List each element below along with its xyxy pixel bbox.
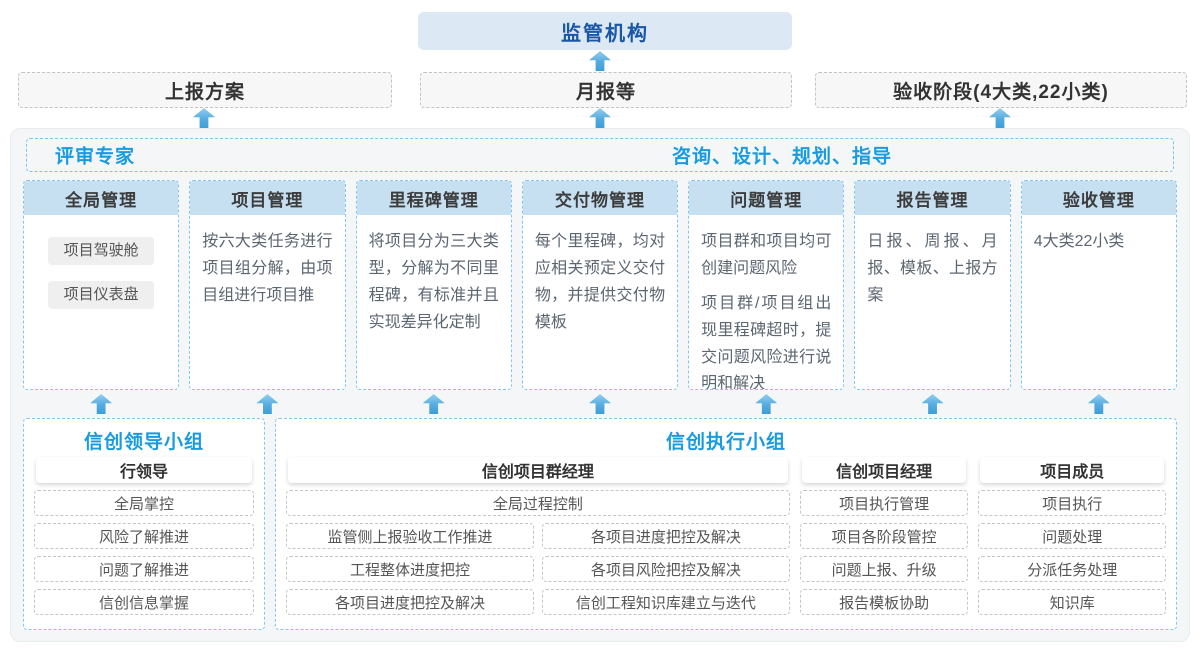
pm-group-duty: 信创工程知识库建立与迭代	[541, 589, 790, 615]
pm-group-duty: 工程整体进度把控	[286, 556, 534, 582]
column-header: 交付物管理	[522, 181, 678, 215]
column-acceptance-management: 验收管理 4大类22小类	[1020, 180, 1177, 390]
up-arrow-icon	[1087, 394, 1110, 414]
leader-group-box: 信创领导小组 行领导 全局掌控 风险了解推进 问题了解推进 信创信息掌握	[23, 418, 265, 630]
up-arrow-icon	[589, 108, 611, 128]
panel-header: 评审专家 咨询、设计、规划、指导	[26, 138, 1174, 172]
role-project-manager: 信创项目经理	[801, 457, 967, 483]
column-project-management: 项目管理 按六大类任务进行项目组分解，由项目组进行项目推	[189, 180, 346, 390]
up-arrow-icon	[193, 108, 215, 128]
column-text: 4大类22小类	[1033, 233, 1125, 250]
leader-duty: 问题了解推进	[34, 556, 254, 582]
column-body: 日报、周报、月报、模板、上报方案	[855, 215, 1009, 318]
pm-group-duties: 监管侧上报验收工作推进 各项目进度把控及解决 工程整体进度把控 各项目风险把控及…	[286, 516, 790, 615]
pm-group-duty: 全局过程控制	[286, 490, 790, 516]
pm-group-duty: 各项目进度把控及解决	[541, 523, 790, 549]
column-deliverable-management: 交付物管理 每个里程碑，均对应相关预定义交付物，并提供交付物模板	[521, 180, 679, 390]
exec-group-box: 信创执行小组 信创项目群经理 全局过程控制 监管侧上报验收工作推进 各项目进度把…	[275, 418, 1177, 630]
consulting-title: 咨询、设计、规划、指导	[671, 146, 893, 168]
column-milestone-management: 里程碑管理 将项目分为三大类型，分解为不同里程碑，有标准并且实现差异化定制	[355, 180, 512, 390]
up-arrow-icon	[921, 394, 944, 414]
role-project-member: 项目成员	[980, 457, 1165, 483]
column-text: 按六大类任务进行项目组分解，由项目组进行项目推	[202, 233, 333, 304]
bottom-groups: 信创领导小组 行领导 全局掌控 风险了解推进 问题了解推进 信创信息掌握 信创执…	[23, 418, 1177, 630]
column-text: 日报、周报、月报、模板、上报方案	[867, 233, 998, 304]
column-body: 每个里程碑，均对应相关预定义交付物，并提供交付物模板	[523, 215, 677, 345]
leader-duty: 全局掌控	[34, 490, 254, 516]
column-text: 每个里程碑，均对应相关预定义交付物，并提供交付物模板	[534, 233, 666, 331]
column-text: 项目群/项目组出现里程碑超时，提交问题风险进行说明和解决	[701, 294, 832, 390]
leader-duty: 风险了解推进	[34, 523, 254, 549]
report-box-acceptance: 验收阶段(4大类,22小类)	[815, 72, 1187, 108]
column-global-management: 全局管理 项目驾驶舱 项目仪表盘	[23, 180, 180, 390]
chip-project-dashboard: 项目仪表盘	[48, 281, 155, 309]
program-manager-section: 信创项目群经理 全局过程控制 监管侧上报验收工作推进 各项目进度把控及解决 工程…	[286, 455, 790, 621]
column-header: 问题管理	[689, 181, 844, 215]
column-text: 将项目分为三大类型，分解为不同里程碑，有标准并且实现差异化定制	[368, 233, 499, 331]
column-body: 项目驾驶舱 项目仪表盘	[24, 215, 178, 317]
role-program-manager: 信创项目群经理	[288, 457, 788, 483]
pm-duty: 报告模板协助	[799, 589, 969, 615]
column-body: 4大类22小类	[1022, 215, 1176, 264]
member-duty: 问题处理	[978, 523, 1167, 549]
leader-group-title: 信创领导小组	[83, 431, 204, 453]
review-experts-title: 评审专家	[55, 146, 136, 168]
up-arrow-icon	[256, 394, 279, 414]
column-report-management: 报告管理 日报、周报、月报、模板、上报方案	[854, 180, 1011, 390]
management-columns: 全局管理 项目驾驶舱 项目仪表盘 项目管理 按六大类任务进行项目组分解，由项目组…	[23, 180, 1177, 390]
report-box-monthly: 月报等	[420, 72, 792, 108]
up-arrow-icon	[989, 108, 1011, 128]
column-arrows	[23, 393, 1177, 415]
exec-columns: 信创项目群经理 全局过程控制 监管侧上报验收工作推进 各项目进度把控及解决 工程…	[286, 455, 1167, 621]
leader-duty: 信创信息掌握	[34, 589, 254, 615]
member-duty: 知识库	[978, 589, 1167, 615]
main-panel: 评审专家 咨询、设计、规划、指导 全局管理 项目驾驶舱 项目仪表盘 项目管理 按…	[10, 128, 1190, 642]
regulator-box: 监管机构	[418, 12, 792, 50]
project-manager-section: 信创项目经理 项目执行管理 项目各阶段管控 问题上报、升级 报告模板协助	[799, 455, 969, 621]
member-duty: 分派任务处理	[978, 556, 1167, 582]
project-member-section: 项目成员 项目执行 问题处理 分派任务处理 知识库	[978, 455, 1167, 621]
pm-duty: 项目各阶段管控	[799, 523, 969, 549]
chip-project-cockpit: 项目驾驶舱	[48, 237, 155, 265]
pm-group-duty: 各项目风险把控及解决	[541, 556, 790, 582]
report-box-plan: 上报方案	[18, 72, 392, 108]
pm-group-duty: 监管侧上报验收工作推进	[286, 523, 534, 549]
up-arrow-icon	[90, 394, 113, 414]
role-bank-leader: 行领导	[36, 457, 252, 483]
column-header: 全局管理	[24, 181, 179, 215]
pm-duty: 项目执行管理	[799, 490, 969, 516]
column-header: 报告管理	[855, 181, 1010, 215]
column-body: 按六大类任务进行项目组分解，由项目组进行项目推	[190, 215, 344, 318]
column-header: 项目管理	[190, 181, 345, 215]
column-header: 验收管理	[1021, 181, 1176, 215]
column-body: 项目群和项目均可创建问题风险 项目群/项目组出现里程碑超时，提交问题风险进行说明…	[689, 215, 843, 390]
column-header: 里程碑管理	[356, 181, 511, 215]
column-issue-management: 问题管理 项目群和项目均可创建问题风险 项目群/项目组出现里程碑超时，提交问题风…	[688, 180, 845, 390]
pm-group-duty: 各项目进度把控及解决	[286, 589, 534, 615]
column-text: 项目群和项目均可创建问题风险	[701, 233, 832, 277]
member-duty: 项目执行	[978, 490, 1167, 516]
up-arrow-icon	[422, 394, 445, 414]
up-arrow-icon	[588, 394, 611, 414]
column-body: 将项目分为三大类型，分解为不同里程碑，有标准并且实现差异化定制	[357, 215, 511, 345]
up-arrow-icon	[755, 394, 778, 414]
up-arrow-icon	[589, 51, 611, 71]
exec-group-title: 信创执行小组	[665, 431, 786, 453]
pm-duty: 问题上报、升级	[799, 556, 969, 582]
